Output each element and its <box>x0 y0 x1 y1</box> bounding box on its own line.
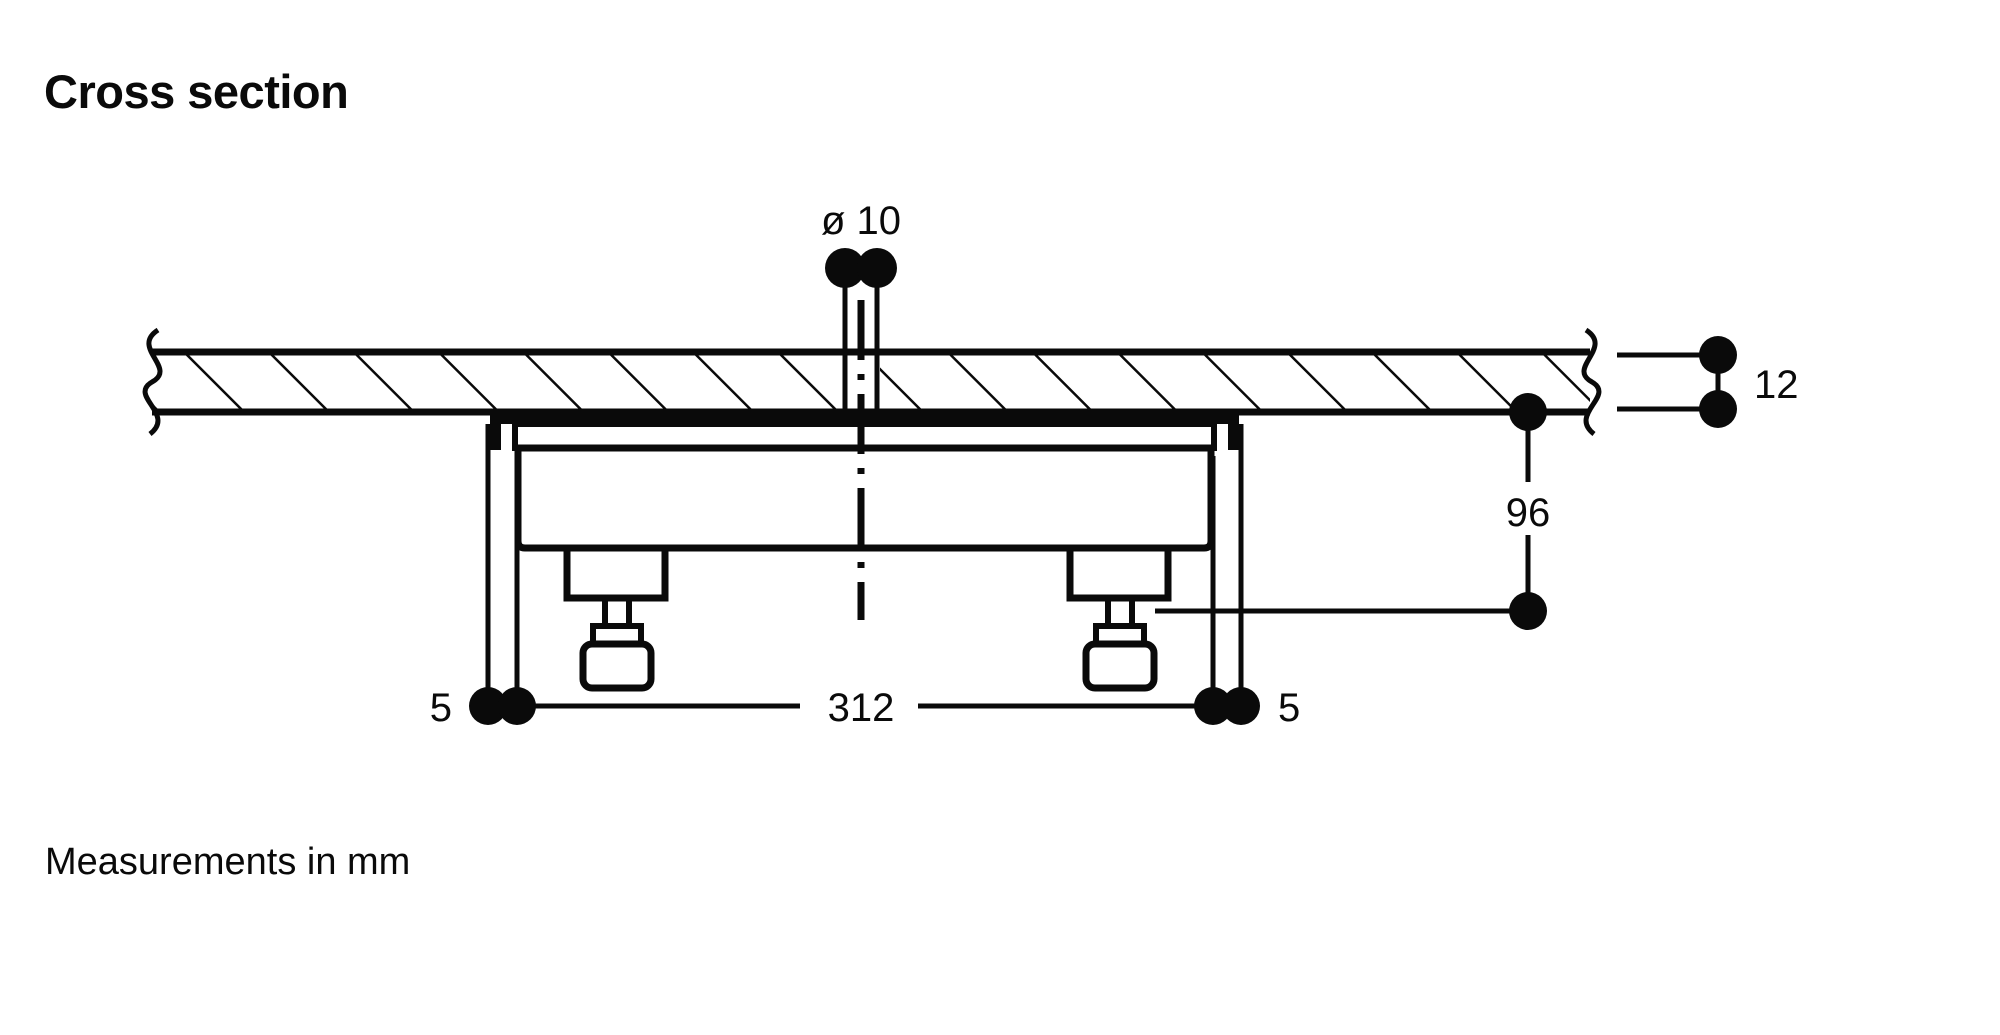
hole-dimension-markers <box>825 248 897 288</box>
page-title: Cross section <box>44 65 349 118</box>
dimension-label-right-overhang: 5 <box>1278 686 1300 730</box>
units-footnote: Measurements in mm <box>45 841 411 883</box>
adjustable-foot-right <box>1066 548 1172 692</box>
dimension-appliance-depth: 96 <box>1155 393 1550 630</box>
dimension-label-cutout-width: 312 <box>828 686 895 730</box>
break-line-left <box>142 327 163 436</box>
dimension-label-left-overhang: 5 <box>430 686 452 730</box>
dimension-label-hole-diameter: ø 10 <box>821 199 901 243</box>
adjustable-foot-left <box>563 548 669 692</box>
dimension-chain-bottom: 5 312 5 <box>430 424 1300 730</box>
drilled-hole <box>842 268 880 412</box>
break-line-right <box>1581 327 1602 436</box>
dimension-label-appliance-depth: 96 <box>1506 491 1551 535</box>
worktop-hatched-slab <box>152 348 1590 416</box>
dimension-label-worktop-thickness: 12 <box>1754 363 1799 407</box>
dimension-worktop-thickness: 12 <box>1617 336 1799 428</box>
